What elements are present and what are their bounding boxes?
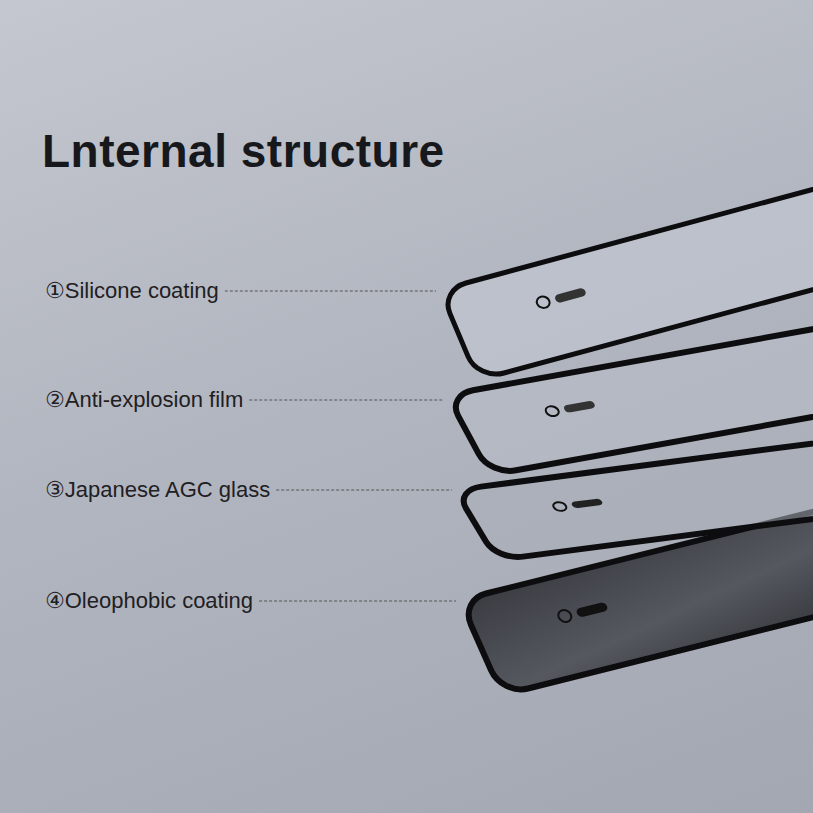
leader-line (249, 400, 444, 401)
title: Lnternal structure (42, 124, 445, 178)
leader-line (259, 601, 456, 602)
layer-label: ①Silicone coating (45, 278, 219, 304)
layer-silicone (440, 150, 813, 380)
leader-line (225, 291, 436, 292)
layer-label: ④Oleophobic coating (45, 588, 253, 614)
layer-label: ②Anti-explosion film (45, 387, 243, 413)
layer-label: ③Japanese AGC glass (45, 477, 270, 503)
leader-line (276, 490, 452, 491)
